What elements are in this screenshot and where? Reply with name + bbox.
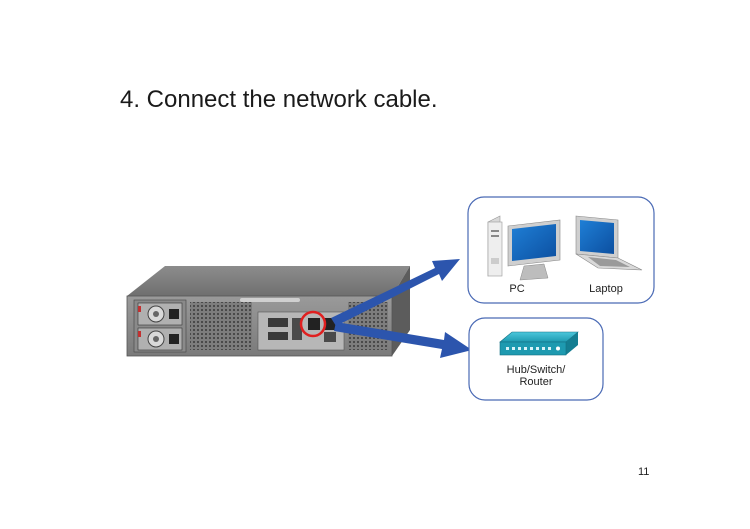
page-number: 11 bbox=[638, 466, 650, 478]
hub-label-line2: Router bbox=[519, 376, 552, 388]
pc-icon bbox=[487, 215, 561, 281]
lan-port-highlight-circle bbox=[299, 310, 327, 338]
usb-ports bbox=[292, 318, 302, 340]
psu-unit-1 bbox=[137, 302, 183, 326]
lan-port bbox=[308, 318, 320, 330]
serial-port bbox=[268, 332, 288, 340]
vga-port bbox=[268, 318, 288, 327]
nas-server-rear bbox=[126, 266, 410, 357]
usb-ports-2 bbox=[324, 332, 336, 342]
page-title: 4. Connect the network cable. bbox=[120, 86, 438, 113]
hub-label-line1: Hub/Switch/ bbox=[507, 364, 567, 376]
psu-unit-2 bbox=[137, 327, 183, 351]
hub-switch-router-icon bbox=[499, 331, 579, 356]
handle-slot bbox=[240, 298, 300, 302]
pc-label: PC bbox=[509, 283, 524, 295]
arrow-to-computers bbox=[331, 259, 460, 326]
vent-grid-left bbox=[190, 302, 252, 350]
laptop-icon bbox=[575, 215, 643, 271]
arrow-to-hub bbox=[334, 322, 472, 358]
laptop-label: Laptop bbox=[589, 283, 623, 295]
chassis-top-surface bbox=[127, 266, 410, 296]
